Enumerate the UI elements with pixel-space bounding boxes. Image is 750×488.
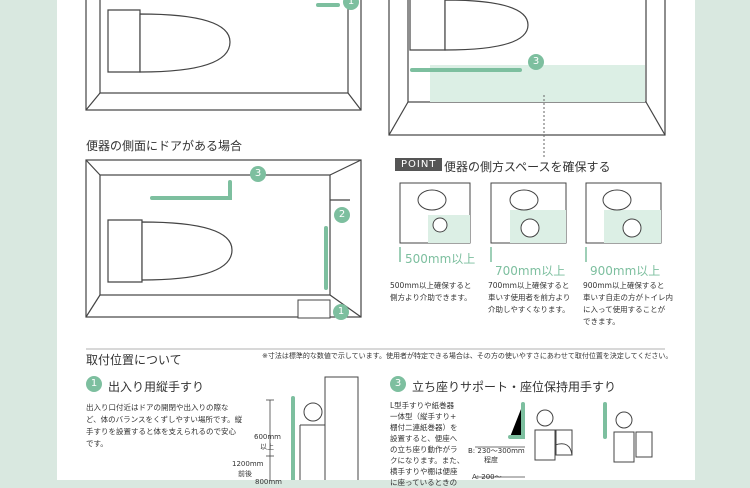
floorplan-top-right bbox=[388, 0, 666, 136]
dim-1200: 1200mm bbox=[232, 460, 264, 468]
badge-1-top: 1 bbox=[343, 0, 359, 10]
case-500-desc: 500mm以上確保すると 側方より介助できます。 bbox=[390, 281, 472, 302]
dim-800: 800mm bbox=[255, 478, 282, 486]
case-900-desc: 900mm以上確保すると 車いす自走の方がトイレ内 に入って使用することが でき… bbox=[583, 281, 673, 326]
dim-1200-b: 前後 bbox=[238, 470, 252, 478]
item3-title: 立ち座りサポート・座位保持用手すり bbox=[412, 380, 617, 394]
dim-600-b: 以上 bbox=[260, 443, 274, 451]
toilet-bowl-side-door bbox=[141, 221, 233, 281]
install-title: 取付位置について bbox=[86, 353, 182, 367]
toilet-tank-top-left bbox=[107, 9, 141, 73]
toilet-tank-side-door bbox=[107, 219, 143, 283]
floorplan-side-door bbox=[85, 159, 362, 318]
distance-900: 900mm以上 bbox=[590, 264, 661, 278]
dim-b: B: 230～300mm bbox=[468, 447, 525, 455]
item1-badge: 1 bbox=[86, 376, 102, 392]
distance-500: 500mm以上 bbox=[405, 252, 476, 266]
item3-desc: L型手すりや紙巻器 一体型（縦手すり+ 棚付二連紙巻器）を 設置すると、便座へ … bbox=[390, 401, 465, 487]
floorplan-top-left bbox=[85, 0, 362, 111]
l-grab-bar bbox=[150, 180, 232, 200]
item1-title: 出入り用縦手すり bbox=[108, 380, 205, 394]
point-title: 便器の側方スペースを確保する bbox=[444, 160, 611, 174]
badge-2-side: 2 bbox=[334, 207, 350, 223]
badge-3-side: 3 bbox=[250, 166, 266, 182]
section-title-side-door: 便器の側面にドアがある場合 bbox=[86, 139, 243, 153]
point-label: POINT bbox=[395, 158, 443, 171]
item3-badge: 3 bbox=[390, 376, 406, 392]
case-700-desc: 700mm以上確保すると 車いす使用者を前方より 介助しやすくなります。 bbox=[488, 281, 571, 314]
dim-b2: 程度 bbox=[484, 456, 498, 464]
badge-3-top: 3 bbox=[528, 54, 544, 70]
dim-a: A: 200～ bbox=[472, 473, 502, 481]
item1-desc: 出入り口付近はドアの開閉や出入りの際な ど、体のバランスをくずしやすい場所です。… bbox=[86, 403, 243, 448]
dim-600: 600mm bbox=[254, 433, 281, 441]
toilet-bowl-top-left bbox=[139, 13, 231, 73]
badge-1-side: 1 bbox=[333, 304, 349, 320]
door-frame-illustration bbox=[324, 376, 359, 480]
distance-700: 700mm以上 bbox=[495, 264, 566, 278]
install-note: ※寸法は標準的な数値で示しています。使用者が特定できる場合は、その方の使いやすさ… bbox=[262, 352, 673, 360]
